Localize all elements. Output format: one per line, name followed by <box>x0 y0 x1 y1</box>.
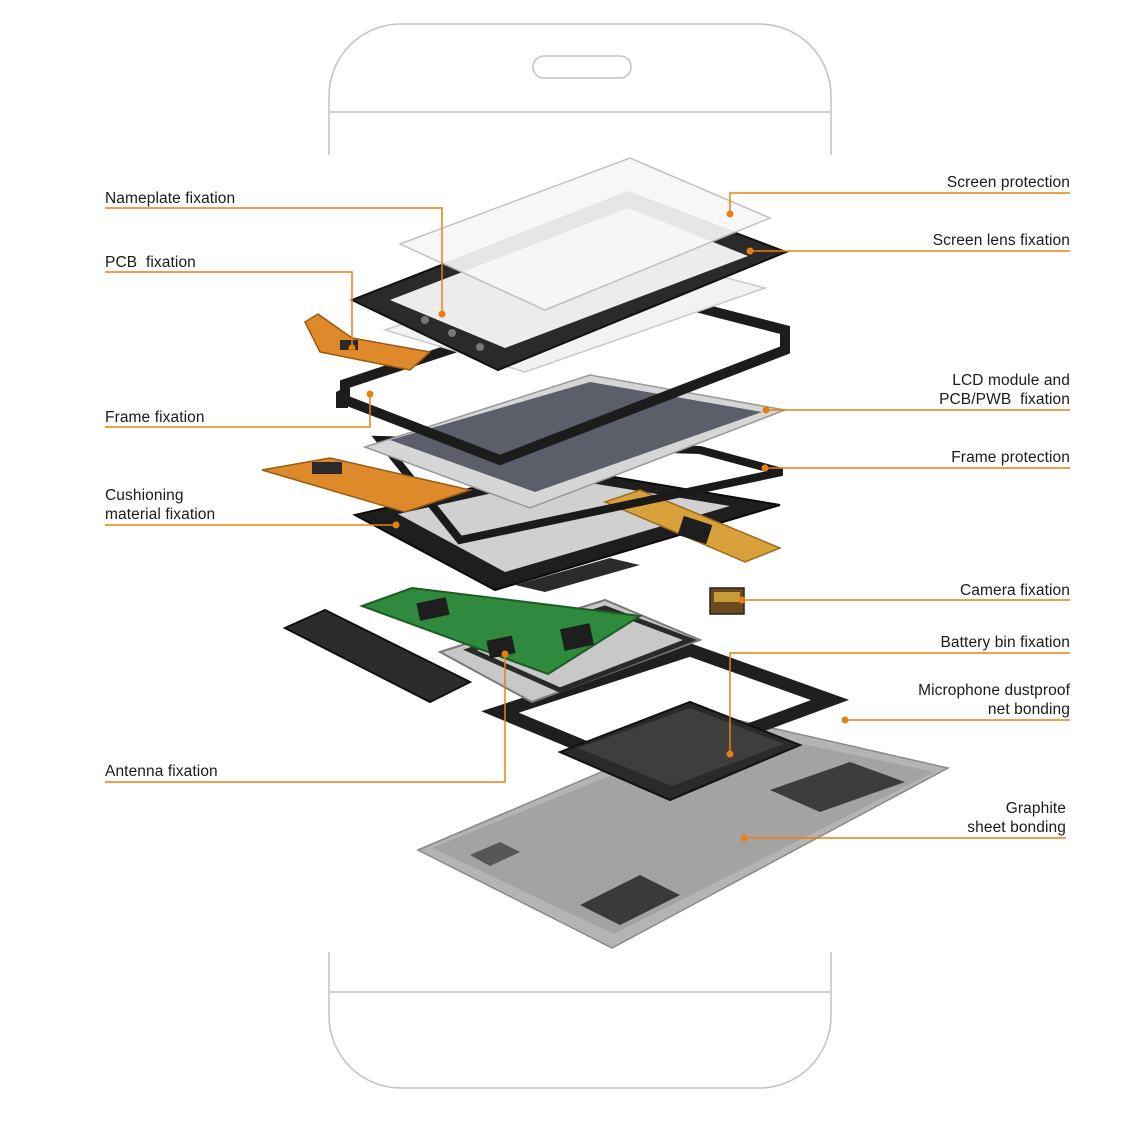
callout-line-battery-bin-fixation <box>729 652 1070 754</box>
label-antenna-fixation: Antenna fixation <box>105 763 218 780</box>
graphite-pad <box>770 762 905 812</box>
callout-dot-screen-lens-fixation <box>746 247 754 255</box>
lens-button-2 <box>448 329 456 337</box>
lcd-panel <box>390 382 762 492</box>
label-graphite-sheet-bonding: Graphite sheet bonding <box>967 800 1066 836</box>
callout-dot-screen-protection <box>726 210 734 218</box>
label-nameplate-fixation: Nameplate fixation <box>105 190 236 207</box>
callout-dot-battery-bin-fixation <box>726 750 734 758</box>
callout-line-pcb-fixation <box>105 271 353 348</box>
screen-protector <box>398 157 772 311</box>
callout-dot-nameplate-fixation <box>438 310 446 318</box>
phone-outline-bottom <box>328 952 832 1089</box>
chip-1 <box>416 597 450 621</box>
graphite-pad-3 <box>470 842 520 866</box>
label-camera-fixation: Camera fixation <box>959 582 1070 599</box>
label-pcb-fixation: PCB fixation <box>105 254 196 271</box>
callout-lines <box>105 192 1070 839</box>
side-bracket <box>282 608 473 704</box>
callout-line-frame-fixation <box>105 394 371 428</box>
callout-dot-camera-fixation <box>738 596 746 604</box>
label-frame-fixation: Frame fixation <box>105 409 205 426</box>
exploded-components <box>261 157 951 949</box>
callout-dots <box>348 210 849 842</box>
frame-clip <box>336 386 348 408</box>
label-frame-protection: Frame protection <box>951 449 1070 466</box>
left-flex-connector <box>312 462 342 474</box>
label-microphone-dustproof-net-bonding: Microphone dustproof net bonding <box>918 682 1070 718</box>
label-lcd-module-fixation: LCD module and PCB/PWB fixation <box>939 372 1070 408</box>
label-screen-lens-fixation: Screen lens fixation <box>932 232 1070 249</box>
callout-line-screen-protection <box>729 192 1070 214</box>
callout-dot-graphite-sheet-bonding <box>740 834 748 842</box>
callout-dot-frame-protection <box>761 464 769 472</box>
pcb-flex-chip <box>340 340 358 350</box>
callout-line-antenna-fixation <box>105 654 506 783</box>
callout-dot-microphone-net-bonding <box>841 716 849 724</box>
phone-outline <box>328 23 832 1089</box>
callout-dot-pcb-fixation <box>348 344 356 352</box>
flex-strip <box>515 558 640 592</box>
camera-module-top <box>714 592 740 602</box>
label-screen-protection: Screen protection <box>946 174 1070 191</box>
chip-3 <box>560 623 594 651</box>
callout-dot-antenna-fixation <box>501 650 509 658</box>
callout-dot-cushioning-material-fixation <box>392 521 400 529</box>
battery-top <box>578 708 784 786</box>
label-cushioning-material-fixation: Cushioning material fixation <box>105 487 216 523</box>
lens-button-1 <box>421 316 429 324</box>
chip-2 <box>486 635 516 659</box>
lens-button-3 <box>476 343 484 351</box>
pcb-flex <box>304 313 432 371</box>
callout-dot-lcd-module-fixation <box>762 406 770 414</box>
right-flex-chip <box>677 515 713 545</box>
phone-outline-top <box>328 23 832 155</box>
graphite-pad-2 <box>580 875 680 925</box>
speaker-slot-icon <box>532 55 632 79</box>
label-battery-bin-fixation: Battery bin fixation <box>940 634 1070 651</box>
callout-dot-frame-fixation <box>366 390 374 398</box>
callout-line-nameplate-fixation <box>105 207 443 314</box>
